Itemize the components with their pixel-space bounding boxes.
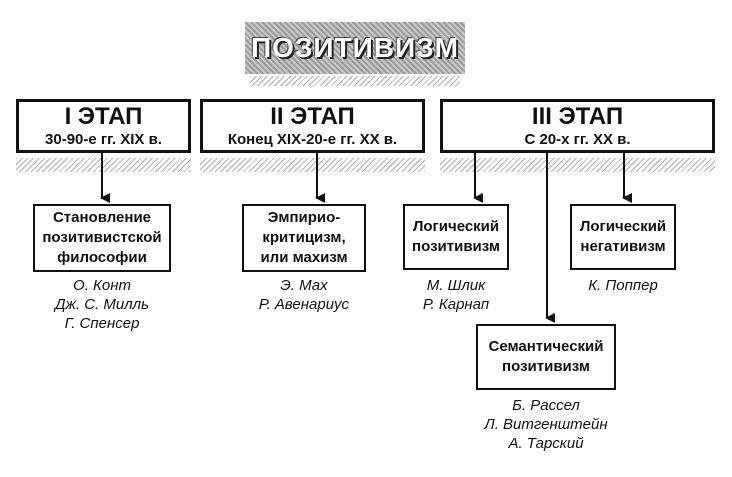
name-item: Б. Рассел	[512, 397, 580, 414]
node-stanovlenie: Становление позитивистской философии	[33, 204, 171, 272]
node-logpoz-line2: позитивизм	[412, 238, 500, 255]
node-stanovlenie-line1: Становление	[52, 209, 152, 226]
stage3-hatch	[440, 158, 715, 172]
stage-1-label: I ЭТАП	[64, 103, 143, 130]
node-lognegat: Логический негативизм	[570, 204, 676, 270]
name-item: К. Поппер	[588, 277, 658, 294]
names-semant: Б. Рассел Л. Витгенштейн А. Тарский	[466, 396, 626, 453]
name-item: Дж. С. Милль	[54, 296, 150, 313]
stage-3-period: С 20-х гг. XX в.	[524, 131, 631, 148]
title-text: ПОЗИТИВИЗМ	[250, 32, 459, 63]
node-semant-line1: Семантический	[488, 338, 604, 355]
node-empirio-line1: Эмпирио-	[267, 209, 341, 226]
node-empirio-line2: критицизм,	[262, 229, 346, 246]
stage-1-period: 30-90-е гг. XIX в.	[45, 131, 162, 148]
name-item: Г. Спенсер	[64, 315, 140, 332]
node-lognegat-line1: Логический	[579, 218, 667, 235]
node-logpoz: Логический позитивизм	[403, 204, 509, 270]
diagram-title: ПОЗИТИВИЗМ	[245, 22, 465, 74]
node-empirio-line3: или махизм	[260, 249, 348, 266]
stage-3-box: III ЭТАП С 20-х гг. XX в.	[440, 99, 715, 153]
name-item: Р. Авенариус	[258, 296, 350, 313]
stage-1-box: I ЭТАП 30-90-е гг. XIX в.	[16, 99, 191, 153]
name-item: Р. Карнап	[422, 296, 490, 313]
stage-3-label: III ЭТАП	[531, 103, 624, 130]
names-empirio: Э. Мах Р. Авенариус	[234, 276, 374, 314]
node-semant: Семантический позитивизм	[476, 324, 616, 390]
name-item: О. Конт	[73, 277, 131, 294]
node-lognegat-line2: негативизм	[580, 238, 666, 255]
name-item: А. Тарский	[508, 435, 584, 452]
names-logpoz: М. Шлик Р. Карнап	[396, 276, 516, 314]
name-item: Э. Мах	[280, 277, 328, 294]
names-lognegat: К. Поппер	[563, 276, 683, 295]
names-stanovlenie: О. Конт Дж. С. Милль Г. Спенсер	[22, 276, 182, 333]
stage2-hatch	[200, 158, 425, 172]
node-stanovlenie-line3: философии	[57, 249, 147, 266]
name-item: М. Шлик	[426, 277, 486, 294]
stage1-hatch	[16, 158, 191, 172]
node-semant-line2: позитивизм	[502, 358, 590, 375]
node-stanovlenie-line2: позитивистской	[42, 229, 162, 246]
stage-2-label: II ЭТАП	[270, 103, 355, 130]
node-logpoz-line1: Логический	[412, 218, 500, 235]
stage-2-box: II ЭТАП Конец XIX-20-е гг. XX в.	[200, 99, 425, 153]
node-empirio: Эмпирио- критицизм, или махизм	[242, 204, 366, 272]
stage-2-period: Конец XIX-20-е гг. XX в.	[227, 131, 398, 148]
title-underline-hatch	[250, 76, 460, 86]
name-item: Л. Витгенштейн	[484, 416, 608, 433]
